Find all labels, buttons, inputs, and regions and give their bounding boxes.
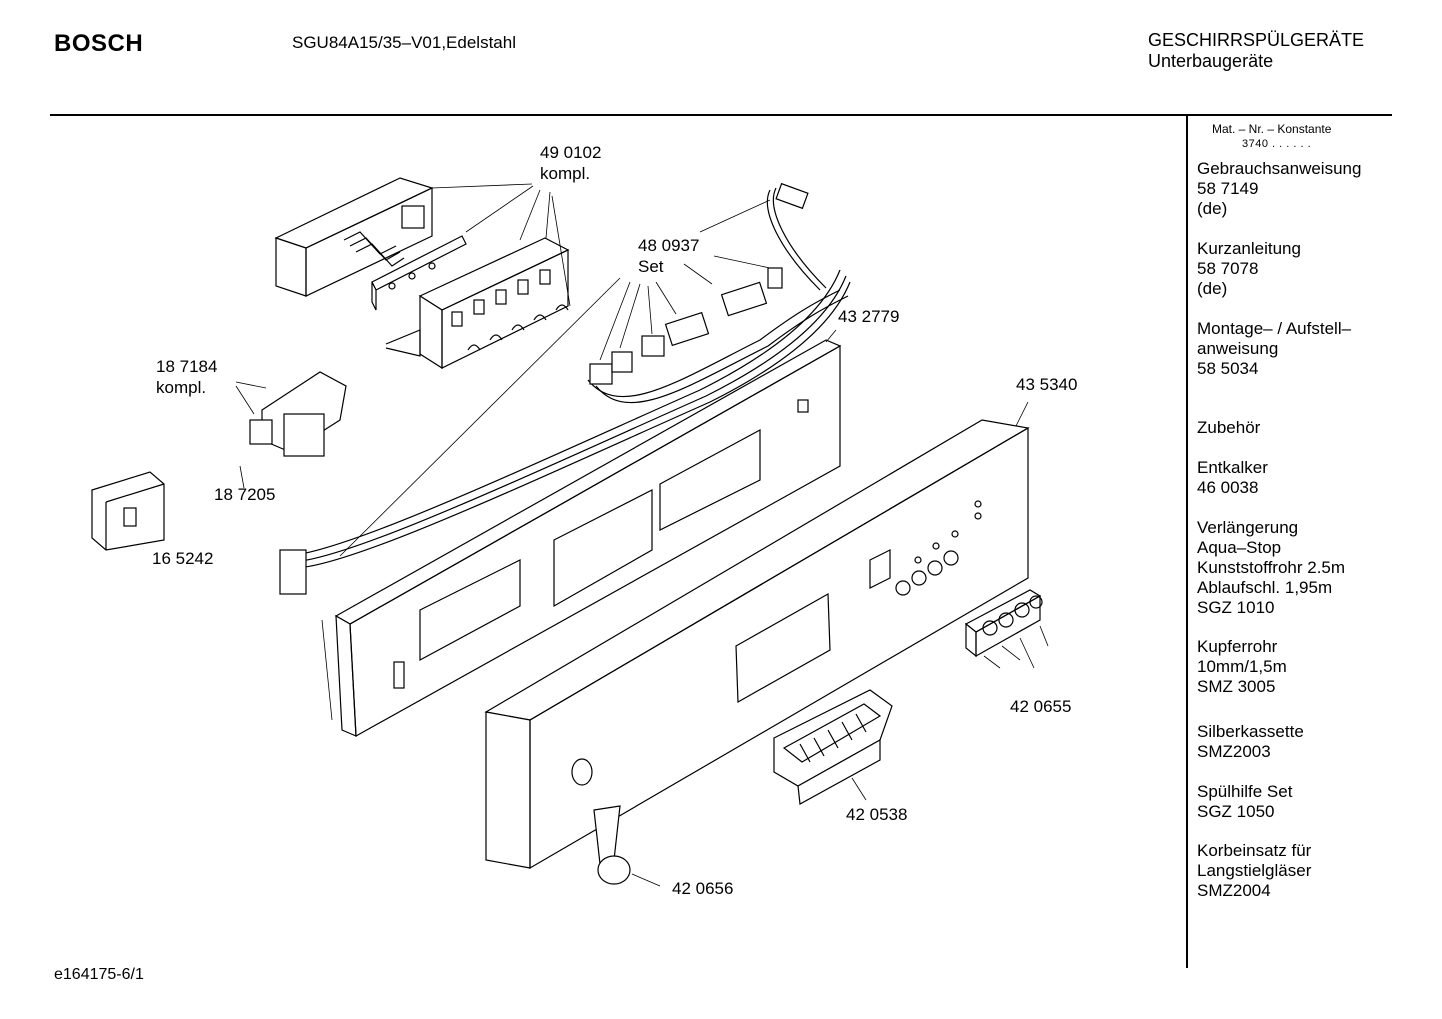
sidebar-item-silver-cassette: Silberkassette SMZ2003 bbox=[1197, 722, 1304, 762]
callout-number: 16 5242 bbox=[152, 549, 214, 568]
callout-number: 49 0102 bbox=[540, 143, 602, 162]
callout-number: 43 2779 bbox=[838, 307, 900, 326]
sidebar-constant: 3740 . . . . . . bbox=[1242, 138, 1312, 150]
sidebar-line: 58 5034 bbox=[1197, 359, 1259, 378]
callout-number: 18 7205 bbox=[214, 485, 276, 504]
sidebar-divider bbox=[1186, 116, 1188, 968]
sidebar-line: Ablaufschl. 1,95m bbox=[1197, 578, 1333, 597]
sidebar-item-installation: Montage– / Aufstell– anweisung 58 5034 bbox=[1197, 319, 1351, 379]
callout-number: 43 5340 bbox=[1016, 375, 1078, 394]
button-insert-part bbox=[964, 589, 1049, 669]
callout-187205: 18 7205 bbox=[214, 484, 275, 505]
brand-logo: BOSCH bbox=[54, 30, 144, 57]
sidebar-line: SGZ 1050 bbox=[1197, 802, 1275, 821]
sidebar-item-copper-pipe: Kupferrohr 10mm/1,5m SMZ 3005 bbox=[1197, 637, 1287, 697]
sidebar-item-rinse-aid: Spülhilfe Set SGZ 1050 bbox=[1197, 782, 1292, 822]
header-divider bbox=[50, 114, 1392, 116]
sidebar-item-quick-guide: Kurzanleitung 58 7078 (de) bbox=[1197, 239, 1301, 299]
sidebar-line: Kupferrohr bbox=[1197, 637, 1278, 656]
callout-420656: 42 0656 bbox=[672, 878, 733, 899]
sidebar-item-descaler: Entkalker 46 0038 bbox=[1197, 458, 1268, 498]
model-title: SGU84A15/35–V01,Edelstahl bbox=[292, 33, 516, 52]
sidebar-line: Gebrauchsanweisung bbox=[1197, 159, 1362, 178]
callout-note: kompl. bbox=[540, 164, 591, 183]
sidebar-line: Silberkassette bbox=[1197, 722, 1304, 741]
callout-number: 48 0937 bbox=[638, 236, 700, 255]
dispenser-cover-part bbox=[773, 689, 893, 805]
sidebar-line: Kunststoffrohr 2.5m bbox=[1197, 558, 1346, 577]
wiring-harness-part bbox=[279, 182, 851, 595]
control-module-part bbox=[274, 177, 571, 370]
sidebar-line: SMZ 3005 bbox=[1197, 677, 1276, 696]
sidebar-line: 58 7078 bbox=[1197, 259, 1259, 278]
callout-note: Set bbox=[638, 257, 664, 276]
sidebar-line: Entkalker bbox=[1197, 458, 1268, 477]
sidebar-line: Spülhilfe Set bbox=[1197, 782, 1293, 801]
sidebar-item-extension: Verlängerung Aqua–Stop Kunststoffrohr 2.… bbox=[1197, 518, 1345, 618]
sidebar-item-manual: Gebrauchsanweisung 58 7149 (de) bbox=[1197, 159, 1361, 219]
sidebar-line: Korbeinsatz für bbox=[1197, 841, 1312, 860]
callout-420538: 42 0538 bbox=[846, 804, 907, 825]
sidebar-item-accessories: Zubehör bbox=[1197, 418, 1260, 438]
sidebar-header: Mat. – Nr. – Konstante bbox=[1212, 122, 1332, 136]
knob-part bbox=[593, 805, 661, 887]
sidebar-line: 58 7149 bbox=[1197, 179, 1259, 198]
callout-number: 42 0655 bbox=[1010, 697, 1072, 716]
callout-432779: 43 2779 bbox=[838, 306, 899, 327]
sidebar-line: Montage– / Aufstell– bbox=[1197, 319, 1352, 338]
sidebar-line: SMZ2003 bbox=[1197, 742, 1271, 761]
door-switch-part bbox=[235, 371, 347, 489]
sidebar-line: 46 0038 bbox=[1197, 478, 1259, 497]
sidebar-line: Kurzanleitung bbox=[1197, 239, 1301, 258]
category-title: GESCHIRRSPÜLGERÄTE bbox=[1148, 30, 1365, 50]
sidebar-line: Verlängerung bbox=[1197, 518, 1299, 537]
sidebar-line: (de) bbox=[1197, 199, 1228, 218]
sidebar-line: SGZ 1010 bbox=[1197, 598, 1275, 617]
callout-165242: 16 5242 bbox=[152, 548, 213, 569]
callout-490102: 49 0102 kompl. bbox=[540, 142, 601, 184]
outer-panel-part bbox=[484, 401, 1030, 870]
sidebar-line: Langstielgläser bbox=[1197, 861, 1312, 880]
callout-420655: 42 0655 bbox=[1010, 696, 1071, 717]
callout-187184: 18 7184 kompl. bbox=[156, 356, 217, 398]
callout-number: 18 7184 bbox=[156, 357, 218, 376]
callout-number: 42 0656 bbox=[672, 879, 734, 898]
sidebar-line: Aqua–Stop bbox=[1197, 538, 1282, 557]
callout-480937: 48 0937 Set bbox=[638, 235, 699, 277]
exploded-parts-drawing bbox=[91, 177, 1049, 887]
sidebar-line: SMZ2004 bbox=[1197, 881, 1271, 900]
sidebar-line: anweisung bbox=[1197, 339, 1279, 358]
relay-part bbox=[91, 471, 165, 551]
sidebar-item-basket-insert: Korbeinsatz für Langstielgläser SMZ2004 bbox=[1197, 841, 1311, 901]
inner-panel-part bbox=[321, 329, 842, 737]
callout-note: kompl. bbox=[156, 378, 207, 397]
drawing-id: e164175-6/1 bbox=[54, 966, 144, 983]
callout-number: 42 0538 bbox=[846, 805, 908, 824]
sidebar-line: 10mm/1,5m bbox=[1197, 657, 1287, 676]
callout-435340: 43 5340 bbox=[1016, 374, 1077, 395]
sidebar-line: Zubehör bbox=[1197, 418, 1261, 437]
sidebar-line: (de) bbox=[1197, 279, 1228, 298]
category-subtitle: Unterbaugeräte bbox=[1148, 51, 1274, 71]
